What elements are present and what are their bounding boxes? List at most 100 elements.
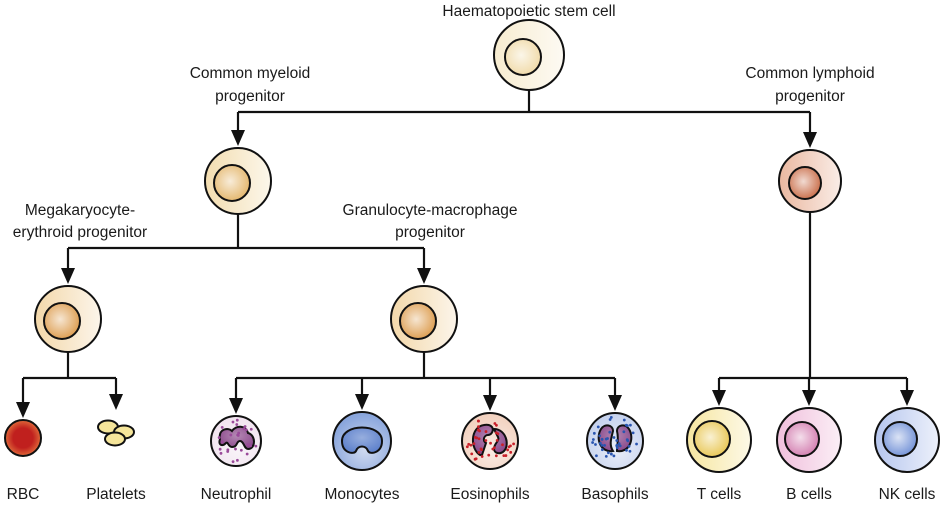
granule [220,426,224,429]
granule [243,425,247,428]
cytoplasm [586,412,644,470]
granule [477,450,481,454]
granule [504,454,508,457]
cell-basophils [586,412,644,470]
edges [16,90,914,418]
cell-b-cells [776,407,842,473]
granule [236,458,239,462]
arrow-head [355,394,369,410]
granule [628,449,632,453]
granule [598,434,602,438]
label-monocytes: Monocytes [325,486,400,503]
granule [606,451,610,455]
granule [469,443,473,447]
granule [591,441,594,444]
granule [249,444,252,448]
rbc-disc [4,419,42,457]
granule [609,452,613,456]
granule [234,447,237,451]
granule [625,448,628,452]
granule [626,439,630,443]
nucleus [882,421,918,457]
granule [492,446,496,450]
label-basophils: Basophils [581,486,648,503]
arrow-head [229,398,243,414]
granule [600,448,604,452]
cell-nk-cells [874,407,940,473]
granule [512,442,515,446]
nucleus [43,302,81,340]
label-platelets: Platelets [86,486,146,503]
label-cmp-line-1: Common myeloid [190,65,311,82]
granule [484,430,488,433]
cell-hsc [493,19,565,91]
granule [501,443,504,447]
granule [617,442,621,446]
granule [608,418,612,421]
label-gmp-line-2: progenitor [395,224,465,241]
label-eosinophils: Eosinophils [450,486,530,503]
granule [467,442,471,446]
granule [244,428,248,432]
cell-t-cells [686,407,752,473]
granule [494,454,498,458]
granule [235,418,239,422]
granule [506,448,510,452]
arrow-head [16,402,30,418]
arrow-head [417,268,431,284]
granule [502,454,506,458]
granule [476,419,480,423]
granule [622,418,626,422]
granule [470,452,474,456]
granule [629,423,632,427]
arrow-head [109,394,123,410]
label-mep-line-2: erythroid progenitor [13,224,147,241]
granule [254,444,258,448]
cell-mep [34,285,102,353]
granule [600,437,604,441]
granule [473,457,477,461]
label-clp-line-2: progenitor [775,88,845,105]
granule [507,445,511,449]
granule [239,448,243,452]
granule [495,423,498,427]
nucleus [218,425,255,451]
cell-eosinophils [461,412,519,470]
granule [495,438,499,442]
label-nk-cells: NK cells [879,486,936,503]
granule [242,427,246,431]
granule [604,454,608,458]
granule [598,441,602,445]
granule [472,442,476,446]
granule [473,436,477,439]
granule [612,436,616,439]
label-gmp-line-1: Granulocyte-macrophage [343,202,518,219]
label-clp-line-1: Common lymphoid [745,65,874,82]
granule [480,448,484,452]
granule [235,423,239,426]
granule [480,455,484,458]
label-t-cells: T cells [697,486,742,503]
cell-cmp [204,147,272,215]
granule [484,439,488,442]
cell-neutrophil [210,415,262,467]
granule [249,427,253,431]
arrow-head [900,390,914,406]
granule [231,420,235,424]
nucleus [784,421,820,457]
granule [608,430,612,434]
arrow-head [483,395,497,411]
cell-rbc [4,419,42,457]
granule [591,438,595,441]
nodes [4,19,940,473]
arrow-head [231,130,245,146]
arrow-head [608,395,622,411]
granule [487,453,491,457]
granule [509,450,513,454]
granule [635,442,638,446]
granule [615,443,619,447]
granule [218,447,222,451]
granule [245,452,249,456]
granule [609,416,613,419]
